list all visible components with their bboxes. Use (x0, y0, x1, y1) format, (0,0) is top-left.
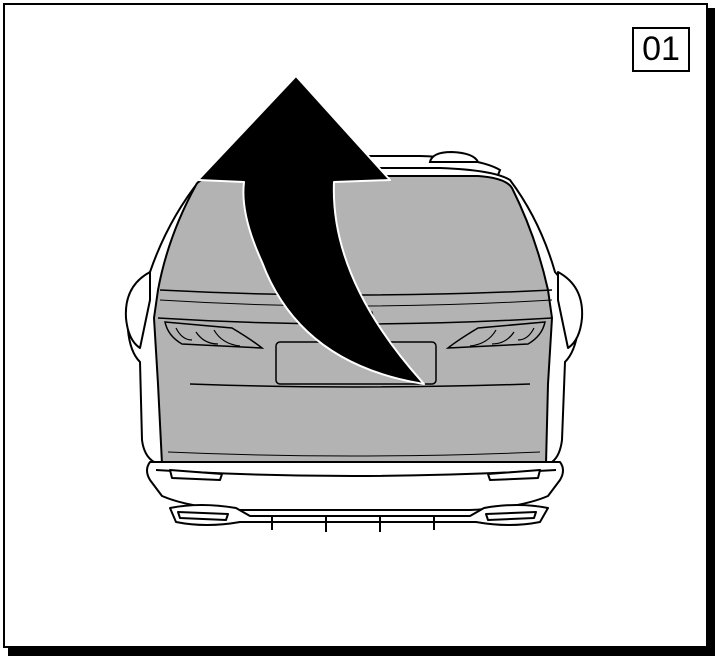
rear-bumper (146, 461, 564, 532)
curved-arrow-up-icon (197, 75, 425, 385)
step-number-badge: 01 (632, 27, 690, 72)
